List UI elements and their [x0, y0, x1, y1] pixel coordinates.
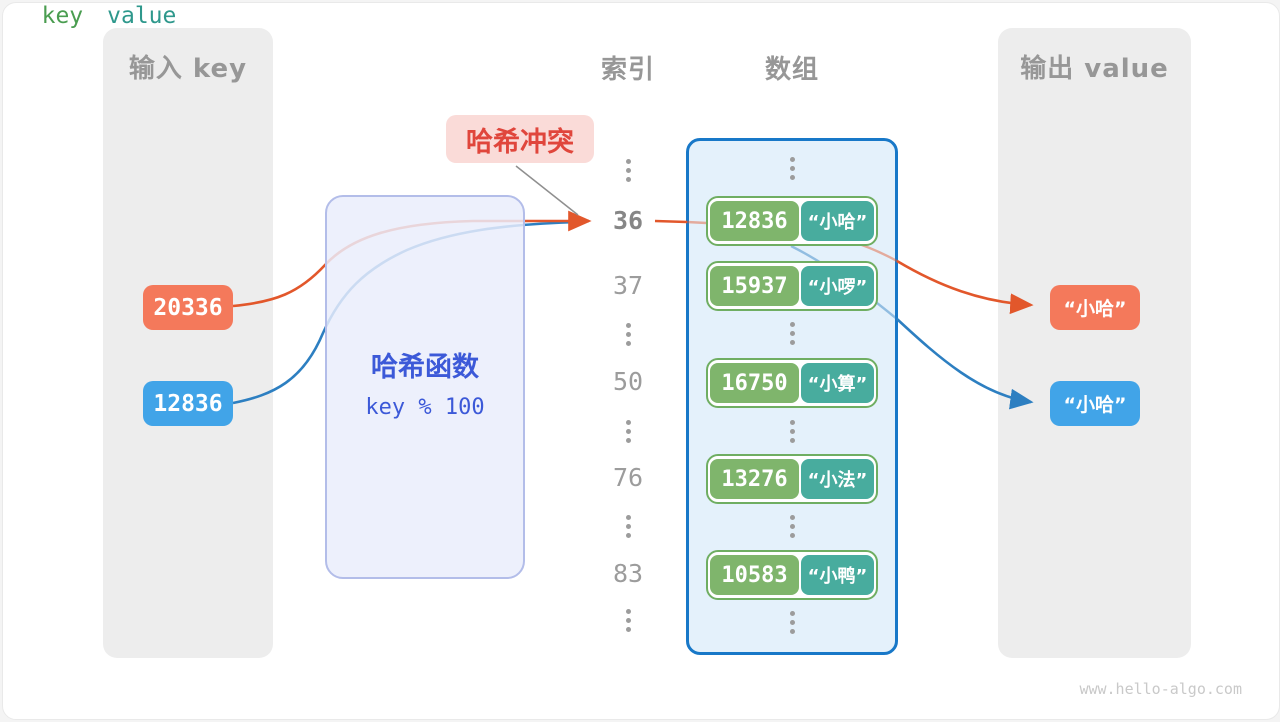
array-column-title: 数组: [764, 55, 819, 85]
vertical-ellipsis-icon: [752, 157, 832, 180]
vertical-ellipsis-icon: [588, 515, 668, 538]
index-value-37: 37: [612, 271, 644, 300]
hash-function-formula: key % 100: [365, 395, 485, 420]
site-watermark: www.hello-algo.com: [1079, 680, 1242, 698]
index-column-title: 索引: [600, 55, 655, 85]
vertical-ellipsis-icon: [752, 420, 832, 443]
vertical-ellipsis-icon: [588, 159, 668, 182]
array-row: 15937 “小啰”: [706, 261, 878, 311]
row-key: 16750: [710, 363, 799, 403]
hash-collision-label: 哈希冲突: [446, 115, 594, 163]
row-value: “小法”: [801, 459, 874, 499]
vertical-ellipsis-icon: [752, 515, 832, 538]
array-row: 16750 “小算”: [706, 358, 878, 408]
array-kv-header: key value: [3, 3, 215, 29]
vertical-ellipsis-icon: [588, 609, 668, 632]
index-value-36: 36: [612, 206, 644, 235]
output-value-blue: “小哈”: [1050, 381, 1140, 426]
row-value: “小算”: [801, 363, 874, 403]
hash-function-title: 哈希函数: [371, 352, 479, 383]
array-row: 12836 “小哈”: [706, 196, 878, 246]
vertical-ellipsis-icon: [588, 323, 668, 346]
input-key-20336: 20336: [143, 285, 233, 330]
index-value-50: 50: [612, 367, 644, 396]
array-row: 10583 “小鸭”: [706, 550, 878, 600]
input-key-panel: 输入 key: [103, 28, 273, 658]
array-row: 13276 “小法”: [706, 454, 878, 504]
row-key: 10583: [710, 555, 799, 595]
vertical-ellipsis-icon: [752, 611, 832, 634]
collision-pointer-line: [515, 165, 579, 216]
row-key: 13276: [710, 459, 799, 499]
row-value: “小鸭”: [801, 555, 874, 595]
vertical-ellipsis-icon: [752, 322, 832, 345]
index-value-83: 83: [612, 559, 644, 588]
key-header-label: key: [41, 3, 84, 29]
value-header-label: value: [107, 3, 177, 29]
input-panel-title: 输入 key: [128, 54, 248, 84]
vertical-ellipsis-icon: [588, 420, 668, 443]
row-value: “小啰”: [801, 266, 874, 306]
row-key: 12836: [710, 201, 799, 241]
index-value-76: 76: [612, 463, 644, 492]
input-key-12836: 12836: [143, 381, 233, 426]
hash-function-box: 哈希函数 key % 100: [325, 195, 525, 579]
output-value-orange: “小哈”: [1050, 285, 1140, 330]
row-key: 15937: [710, 266, 799, 306]
output-value-panel: 输出 value: [998, 28, 1191, 658]
row-value: “小哈”: [801, 201, 874, 241]
output-panel-title: 输出 value: [1020, 54, 1169, 84]
